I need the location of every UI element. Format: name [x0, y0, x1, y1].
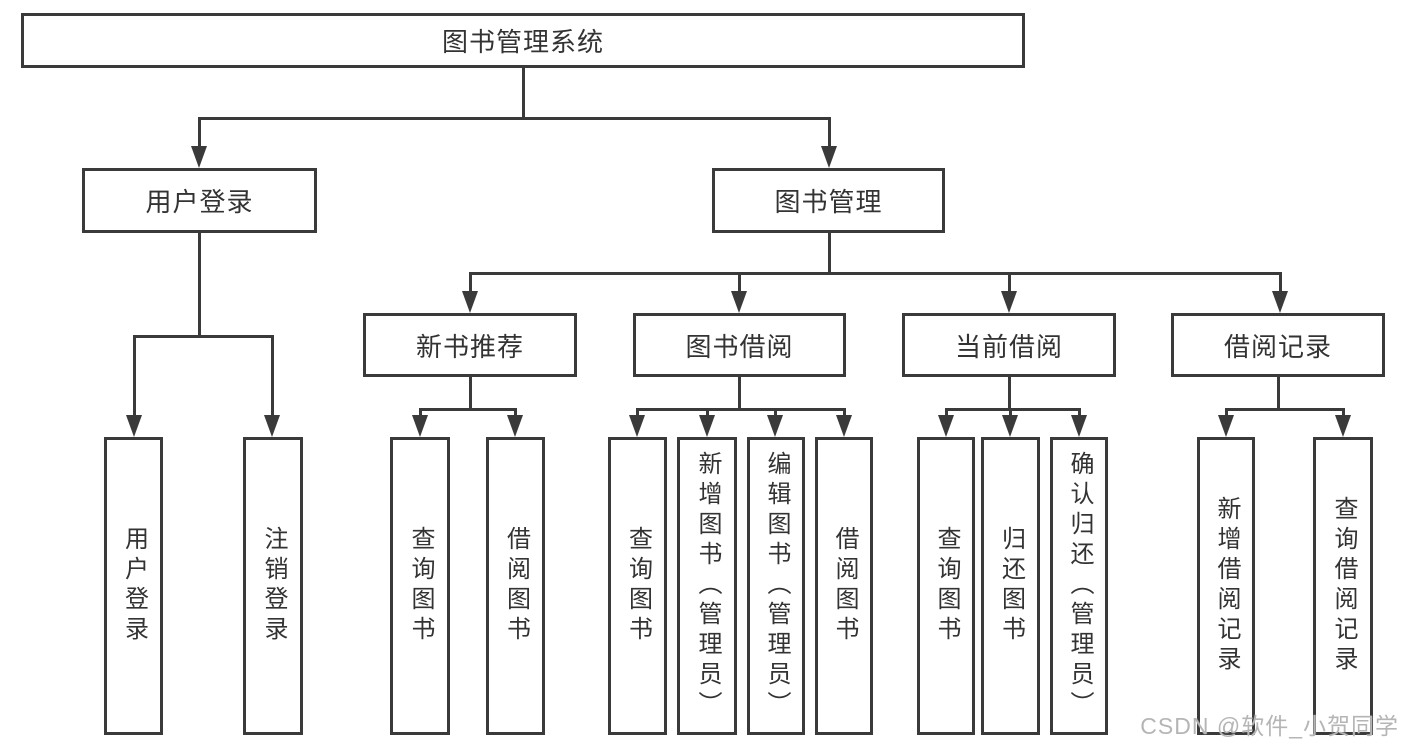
edge-drop-user-login [198, 117, 201, 150]
arrowhead-cur-confirm [1071, 415, 1087, 437]
node-new-book-recommend: 新书推荐 [363, 313, 577, 377]
edge-drop-book-mgmt [828, 117, 831, 150]
edge-drop-rec-borrow [514, 408, 517, 418]
edge-drop-borrowing [738, 272, 741, 294]
edge-records-stem [1277, 377, 1280, 410]
arrowhead-bor-query [629, 415, 645, 437]
edge-drop-records [1279, 272, 1282, 294]
arrowhead-records [1272, 291, 1288, 313]
edge-drop-bor-add [706, 408, 709, 418]
leaf-query-borrow-record: 查询借阅记录 [1313, 437, 1373, 735]
edge-root-stem [522, 68, 525, 118]
arrowhead-cur-query [938, 415, 954, 437]
edge-root-bus [198, 117, 831, 120]
edge-drop-bor-edit [774, 408, 777, 418]
edge-drop-recd-query [1342, 408, 1345, 418]
node-book-management: 图书管理 [712, 168, 945, 233]
arrowhead-borrowing [731, 291, 747, 313]
edge-drop-cur-query [945, 408, 948, 418]
leaf-borrow-books: 借阅图书 [815, 437, 873, 735]
arrowhead-recommend [462, 291, 478, 313]
leaf-add-borrow-record: 新增借阅记录 [1197, 437, 1255, 735]
edge-drop-recd-add [1225, 408, 1228, 418]
leaf-edit-books-admin: 编辑图书（管理员） [747, 437, 805, 735]
edge-records-bus [1225, 408, 1345, 411]
edge-bookmgmt-stem [828, 233, 831, 275]
node-current-borrowing: 当前借阅 [902, 313, 1116, 377]
arrowhead-bor-edit [767, 415, 783, 437]
arrowhead-recd-add [1218, 415, 1234, 437]
arrowhead-leaf-logout [264, 415, 280, 437]
leaf-return-books: 归还图书 [981, 437, 1040, 735]
arrowhead-rec-query [412, 415, 428, 437]
node-user-login: 用户登录 [82, 168, 317, 233]
leaf-query-books-borrowing: 查询图书 [608, 437, 667, 735]
edge-drop-current [1008, 272, 1011, 294]
edge-drop-cur-return [1009, 408, 1012, 418]
edge-drop-recommend [469, 272, 472, 294]
edge-drop-bor-borrow [843, 408, 846, 418]
leaf-add-books-admin: 新增图书（管理员） [677, 437, 737, 735]
csdn-watermark: CSDN @软件_小贺同学 [1140, 713, 1399, 739]
leaf-user-login: 用户登录 [104, 437, 163, 735]
edge-recommend-bus [419, 408, 517, 411]
edge-drop-leaf-login [133, 335, 136, 420]
leaf-confirm-return-admin: 确认归还（管理员） [1050, 437, 1108, 735]
leaf-query-books-current: 查询图书 [917, 437, 975, 735]
edge-current-bus [945, 408, 1081, 411]
leaf-borrow-books-recommend: 借阅图书 [486, 437, 545, 735]
arrowhead-current [1001, 291, 1017, 313]
leaf-logout: 注销登录 [243, 437, 303, 735]
arrowhead-user-login [191, 146, 207, 168]
edge-drop-leaf-logout [271, 335, 274, 420]
edge-drop-bor-query [636, 408, 639, 418]
arrowhead-bor-borrow [836, 415, 852, 437]
edge-recommend-stem [469, 377, 472, 410]
edge-drop-rec-query [419, 408, 422, 418]
node-root-library-system: 图书管理系统 [21, 13, 1025, 68]
edge-userlogin-stem [198, 233, 201, 338]
leaf-query-books-recommend: 查询图书 [390, 437, 450, 735]
edge-borrowing-bus [636, 408, 846, 411]
edge-current-stem [1008, 377, 1011, 410]
arrowhead-bor-add [699, 415, 715, 437]
edge-drop-cur-confirm [1078, 408, 1081, 418]
arrowhead-recd-query [1335, 415, 1351, 437]
arrowhead-book-mgmt [821, 146, 837, 168]
arrowhead-leaf-login [126, 415, 142, 437]
arrowhead-cur-return [1002, 415, 1018, 437]
edge-bookmgmt-bus [469, 272, 1282, 275]
node-book-borrowing: 图书借阅 [633, 313, 846, 377]
edge-borrowing-stem [738, 377, 741, 410]
node-borrowing-records: 借阅记录 [1171, 313, 1385, 377]
edge-userlogin-bus [133, 335, 274, 338]
arrowhead-rec-borrow [507, 415, 523, 437]
